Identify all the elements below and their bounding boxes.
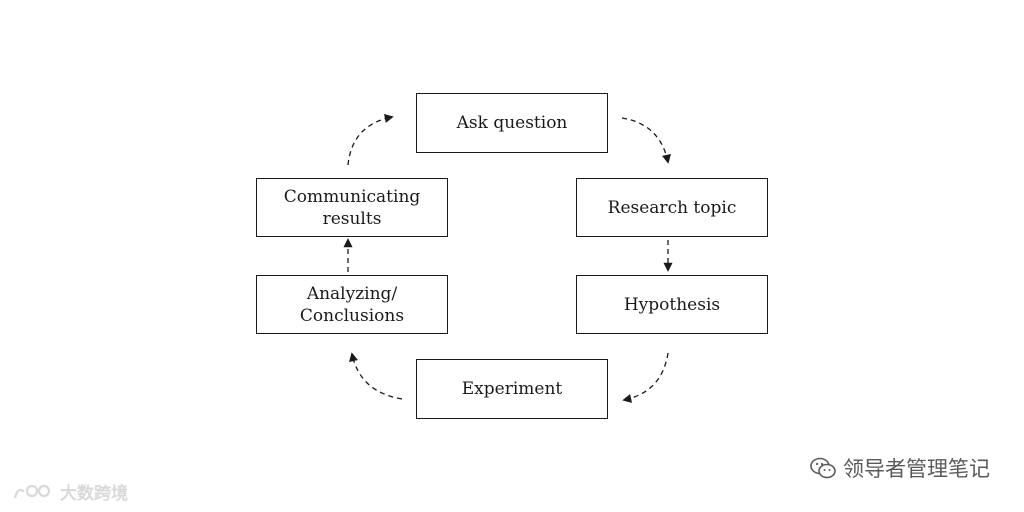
arrow-hypothesis-to-experiment [622, 352, 669, 403]
watermark-right-text: 领导者管理笔记 [843, 457, 990, 481]
brand-logo-icon [13, 484, 51, 498]
step-label: Analyzing/ Conclusions [299, 283, 405, 326]
watermark-left-text: 大数跨境 [60, 484, 128, 504]
watermark-left: 大数跨境 [12, 479, 128, 504]
step-communicating-results: Communicating results [256, 178, 448, 237]
step-experiment: Experiment [416, 359, 608, 419]
step-ask-question: Ask question [416, 93, 608, 153]
step-research-topic: Research topic [576, 178, 768, 237]
wechat-icon [810, 457, 836, 479]
step-label: Research topic [607, 197, 737, 218]
step-analyzing-conclusions: Analyzing/ Conclusions [256, 275, 448, 334]
arrow-experiment-to-analyzing [349, 352, 403, 400]
step-label: Communicating results [283, 186, 421, 229]
step-label: Hypothesis [623, 294, 721, 315]
arrow-communicating-to-ask [347, 113, 394, 166]
step-hypothesis: Hypothesis [576, 275, 768, 334]
watermark-right: 领导者管理笔记 [809, 453, 990, 483]
step-label: Experiment [461, 379, 563, 399]
step-label: Ask question [456, 113, 568, 133]
arrow-ask-to-research [621, 117, 671, 164]
